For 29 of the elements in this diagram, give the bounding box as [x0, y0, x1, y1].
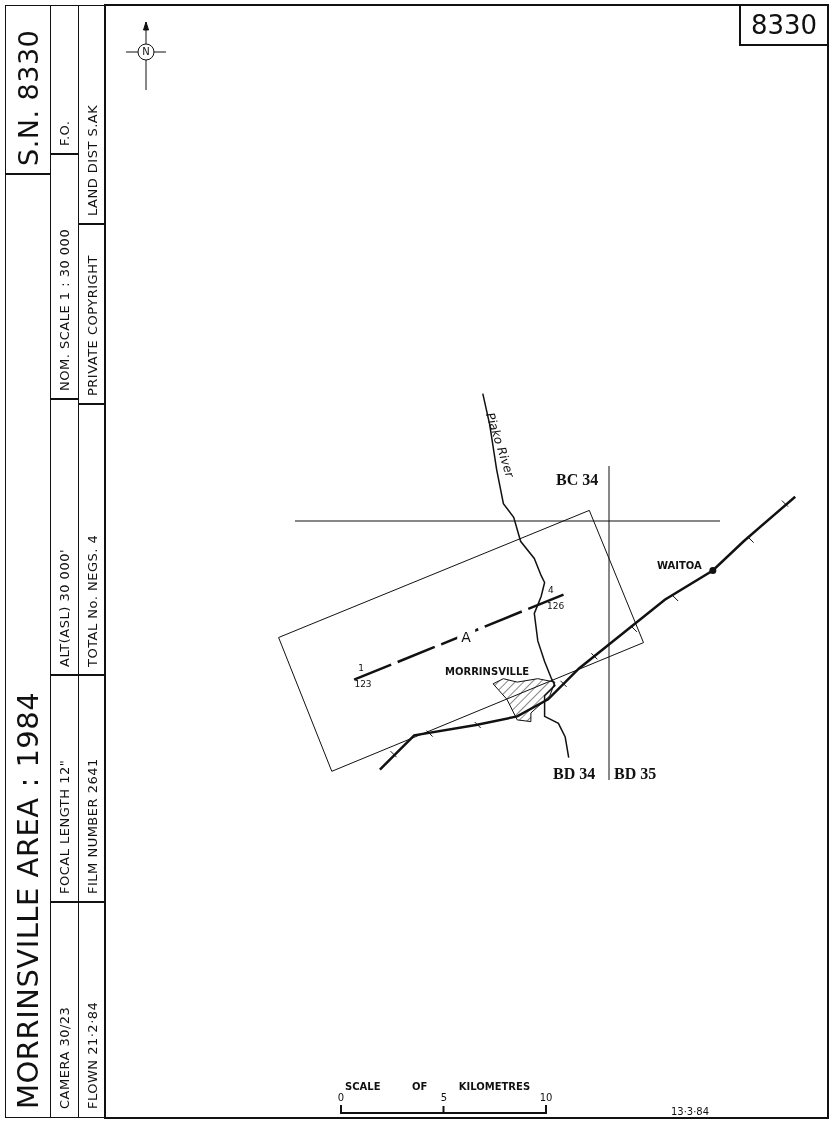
date-text: 13·3·84	[670, 1107, 710, 1117]
grid-label: BD 35	[614, 766, 657, 782]
table-cell: CAMERA 30/23	[50, 901, 79, 1118]
table-cell: NOM. SCALE 1 : 30 000	[50, 153, 79, 400]
scale-value: 10	[539, 1093, 553, 1103]
sheet-number: S.N. 8330	[5, 5, 51, 175]
grid-label: BC 34	[556, 472, 599, 488]
sheet-number: 8330	[750, 12, 818, 38]
place-label: WAITOA	[657, 561, 702, 571]
table-cell: F.O.	[50, 5, 79, 155]
table-cell: FILM NUMBER 2641	[78, 674, 106, 903]
photo-number: 1	[358, 663, 364, 673]
table-cell: ALT(ASL) 30 000'	[50, 398, 79, 676]
place-label: MORRINSVILLE	[445, 667, 530, 677]
map-title: MORRINSVILLE AREA : 1984	[5, 173, 51, 1118]
table-cell: FLOWN 21·2·84	[78, 901, 106, 1118]
table-cell: FOCAL LENGTH 12"	[50, 674, 79, 903]
scale-value: 5	[440, 1093, 448, 1103]
photo-number: 123	[354, 679, 372, 689]
scale-value: 0	[337, 1093, 345, 1103]
grid-label: BD 34	[553, 766, 596, 782]
table-cell: LAND DIST S.AK	[78, 5, 106, 225]
table-cell: PRIVATE COPYRIGHT	[78, 223, 106, 405]
river-label: Piako River	[483, 411, 517, 479]
scale-title: SCALE OF KILOMETRES	[345, 1082, 531, 1092]
photo-number: 4	[548, 585, 554, 595]
north-label: N	[142, 47, 150, 57]
table-cell: TOTAL No. NEGS. 4	[78, 403, 106, 676]
photo-number: 126	[547, 601, 565, 611]
